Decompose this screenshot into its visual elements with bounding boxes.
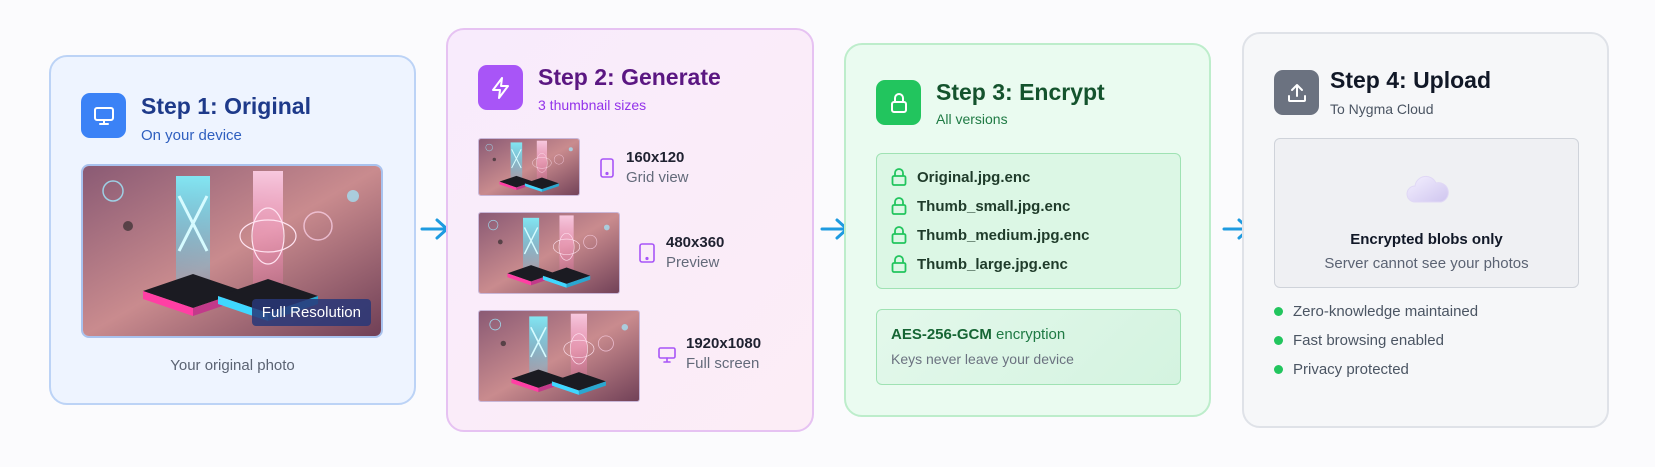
- step-2-title: Step 2: Generate: [538, 64, 721, 90]
- upload-icon: [1274, 70, 1319, 115]
- cloud-icon: [1406, 175, 1449, 203]
- lightning-icon: [478, 65, 523, 110]
- encryption-info: AES-256-GCM encryption Keys never leave …: [876, 309, 1181, 385]
- file-name: Thumb_small.jpg.enc: [917, 197, 1071, 215]
- step-3-card: Step 3: Encrypt All versions Original.jp…: [844, 43, 1211, 417]
- phone-icon: [598, 158, 616, 178]
- list-item: Original.jpg.enc: [891, 166, 1030, 188]
- full-resolution-badge: Full Resolution: [251, 299, 371, 326]
- lock-icon: [891, 197, 907, 215]
- step-4-title: Step 4: Upload: [1330, 67, 1492, 93]
- list-item: Thumb_medium.jpg.enc: [891, 224, 1090, 246]
- thumbnail-medium: [478, 212, 620, 294]
- thumbnail-large: [478, 310, 640, 402]
- list-item: Thumb_large.jpg.enc: [891, 253, 1068, 275]
- encryption-algorithm: AES-256-GCM encryption: [891, 326, 1065, 343]
- step-2-card: Step 2: Generate 3 thumbnail sizes 160x1…: [446, 28, 814, 432]
- bullet-text: Zero-knowledge maintained: [1293, 303, 1479, 320]
- cloud-title: Encrypted blobs only: [1350, 231, 1503, 248]
- thumb-label-small: Grid view: [626, 169, 689, 186]
- algorithm-name: AES-256-GCM: [891, 326, 992, 343]
- thumb-size-small: 160x120: [626, 149, 685, 166]
- step-3-title: Step 3: Encrypt: [936, 79, 1105, 105]
- bullet-text: Privacy protected: [1293, 361, 1409, 378]
- original-photo: Full Resolution: [81, 164, 383, 338]
- status-dot: [1274, 307, 1283, 316]
- step-4-card: Step 4: Upload To Nygma Cloud Encrypted …: [1242, 32, 1609, 428]
- list-item: Fast browsing enabled: [1274, 332, 1444, 349]
- status-dot: [1274, 365, 1283, 374]
- step-4-subtitle: To Nygma Cloud: [1330, 101, 1434, 117]
- status-dot: [1274, 336, 1283, 345]
- thumb-size-medium: 480x360: [666, 234, 725, 251]
- cloud-storage-box: Encrypted blobs only Server cannot see y…: [1274, 138, 1579, 288]
- thumb-label-large: Full screen: [686, 355, 760, 372]
- thumb-size-large: 1920x1080: [686, 335, 762, 352]
- list-item: Zero-knowledge maintained: [1274, 303, 1478, 320]
- list-item: Thumb_small.jpg.enc: [891, 195, 1070, 217]
- bullet-text: Fast browsing enabled: [1293, 332, 1444, 349]
- tablet-icon: [638, 243, 656, 263]
- thumbnail-small: [478, 138, 580, 196]
- lock-icon: [876, 80, 921, 125]
- list-item: Privacy protected: [1274, 361, 1409, 378]
- encryption-note: Keys never leave your device: [891, 351, 1074, 367]
- lock-icon: [891, 226, 907, 244]
- cloud-subtitle: Server cannot see your photos: [1324, 255, 1529, 272]
- step-3-subtitle: All versions: [936, 111, 1008, 127]
- file-name: Thumb_medium.jpg.enc: [917, 226, 1090, 244]
- step-2-subtitle: 3 thumbnail sizes: [538, 97, 647, 113]
- step-1-title: Step 1: Original: [141, 93, 311, 119]
- file-name: Thumb_large.jpg.enc: [917, 255, 1068, 273]
- encrypted-files-list: Original.jpg.enc Thumb_small.jpg.enc Thu…: [876, 153, 1181, 289]
- thumb-label-medium: Preview: [666, 254, 720, 271]
- file-name: Original.jpg.enc: [917, 168, 1031, 186]
- step-1-subtitle: On your device: [141, 127, 242, 144]
- monitor-icon: [658, 345, 676, 365]
- photo-caption: Your original photo: [170, 357, 295, 374]
- algorithm-suffix: encryption: [996, 326, 1066, 343]
- lock-icon: [891, 255, 907, 273]
- step-1-card: Step 1: Original On your device Full Res…: [49, 55, 416, 405]
- lock-icon: [891, 168, 907, 186]
- monitor-icon: [81, 93, 126, 138]
